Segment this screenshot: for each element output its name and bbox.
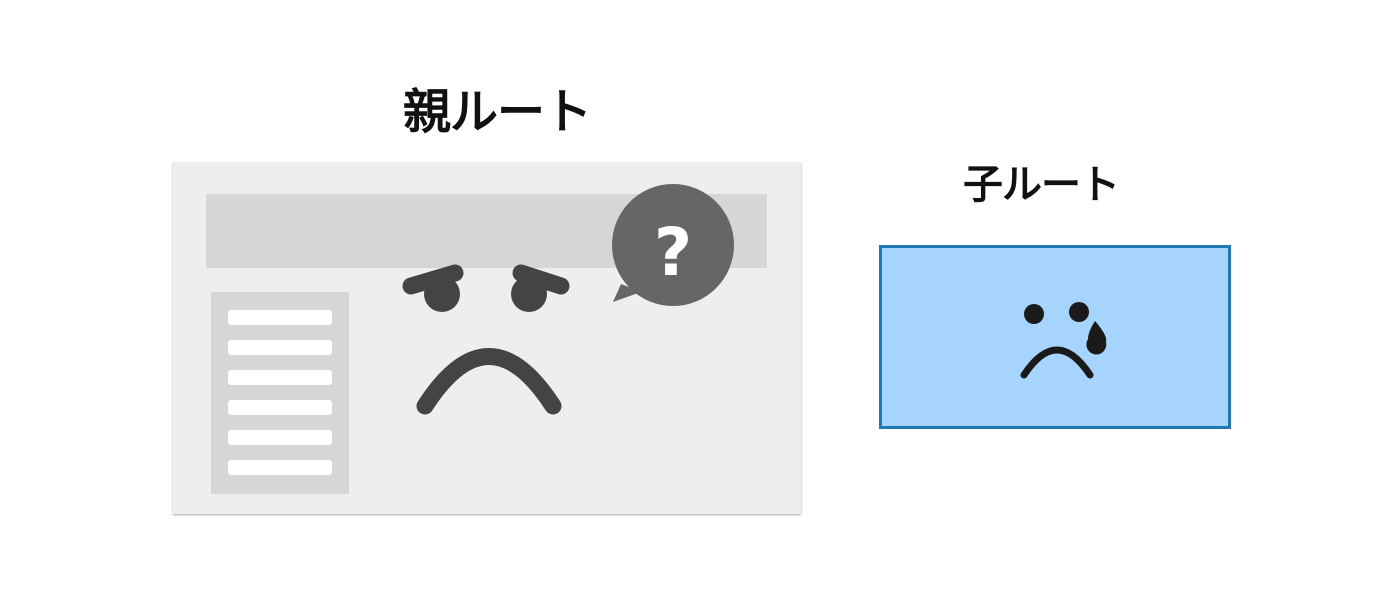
sidebar-line [228, 310, 332, 325]
sidebar-line [228, 460, 332, 475]
parent-face-art: ? [402, 184, 734, 415]
crying-face-icon [1020, 302, 1107, 379]
parent-route-window: ? [173, 162, 801, 514]
question-mark: ? [654, 214, 692, 291]
sidebar-line [228, 340, 332, 355]
question-bubble-icon: ? [612, 184, 734, 306]
confused-face-icon [402, 264, 570, 415]
child-route-title: 子ルート [963, 162, 1120, 208]
sidebar-line [228, 430, 332, 445]
sidebar-line [228, 370, 332, 385]
parent-route-title: 親ルート [403, 84, 592, 140]
sidebar-line [228, 400, 332, 415]
parent-sidebar [211, 292, 349, 494]
tear-drop-icon [1086, 321, 1107, 355]
child-route-window [879, 245, 1231, 429]
